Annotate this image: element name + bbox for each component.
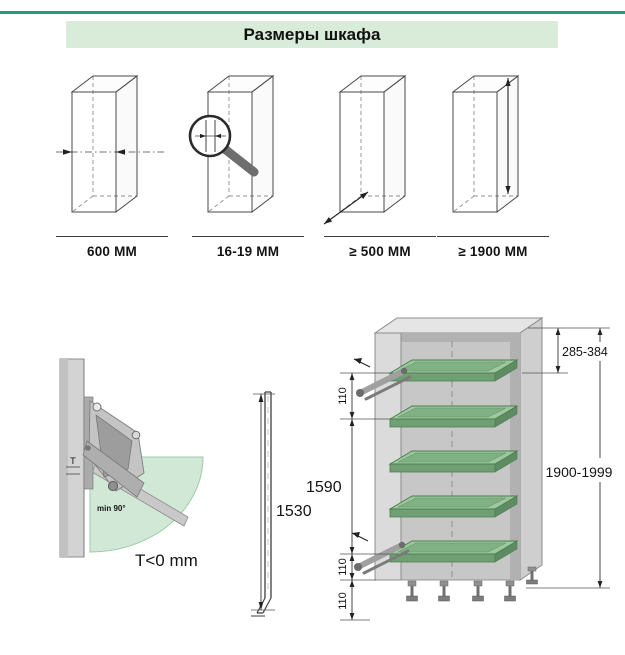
side-panel (59, 358, 85, 558)
min-angle-label: min 90° (97, 504, 126, 513)
page-title: Размеры шкафа (243, 24, 381, 44)
width-arrows-icon (56, 149, 164, 155)
t-label: T (70, 456, 76, 467)
box-wireframe (338, 74, 407, 214)
rail-length-label: 1530 (276, 503, 312, 520)
figure-height: ≥ 1900 ММ (433, 62, 553, 259)
divider-line (324, 236, 436, 237)
basket (388, 450, 519, 473)
figure-width: 600 ММ (52, 62, 172, 259)
figure-depth: ≥ 500 ММ (320, 62, 440, 259)
gap-base-label: 110 (337, 592, 349, 610)
dimension-label-height: ≥ 1900 ММ (458, 244, 528, 259)
magnifier-icon (188, 114, 259, 177)
header-rule (0, 11, 625, 14)
title-band: Размеры шкафа (66, 21, 558, 48)
hinge-figure: T min 90° T<0 mm (59, 358, 204, 570)
depth-arrow-icon (323, 191, 369, 225)
top-range-label: 285-384 (562, 345, 608, 359)
basket (388, 405, 519, 428)
height-range-label: 1900-1999 (546, 464, 613, 480)
thickness-figure-drawing (188, 74, 275, 214)
left-dimensions: 110 1590 110 110 (306, 372, 390, 621)
t-dimension: T (66, 456, 80, 475)
box-wireframe (70, 74, 139, 214)
basket (388, 540, 519, 563)
hinge-mechanism (82, 396, 145, 498)
cabinet-figure: 110 1590 110 110 285-384 1900-1999 (306, 317, 613, 621)
depth-figure-drawing (323, 74, 407, 225)
dimension-label-depth: ≥ 500 ММ (349, 244, 411, 259)
width-figure-drawing (56, 74, 164, 214)
box-wireframe (451, 74, 520, 214)
divider-line (437, 236, 549, 237)
rail-profile (251, 391, 272, 617)
runner-span-label: 1590 (306, 479, 342, 496)
rail-figure: 1530 (251, 391, 312, 617)
divider-line (192, 236, 304, 237)
dimension-label-width: 600 ММ (87, 244, 137, 259)
right-dimensions: 285-384 1900-1999 (522, 327, 613, 589)
gap-top-label: 110 (337, 387, 349, 405)
swing-arm-top (353, 358, 412, 401)
divider-line (56, 236, 168, 237)
basket (388, 495, 519, 518)
adjustable-feet (406, 566, 538, 602)
gap-bottom-label: 110 (337, 558, 349, 576)
basket (388, 359, 519, 382)
height-figure-drawing (451, 74, 520, 214)
dimension-label-thickness: 16-19 ММ (216, 244, 280, 259)
figure-thickness: 16-19 ММ (188, 62, 308, 259)
rail-dimension: 1530 (251, 393, 312, 611)
height-arrow-icon (505, 78, 511, 194)
swing-arm-bottom (351, 532, 410, 575)
clearance-label: T<0 mm (135, 551, 198, 570)
